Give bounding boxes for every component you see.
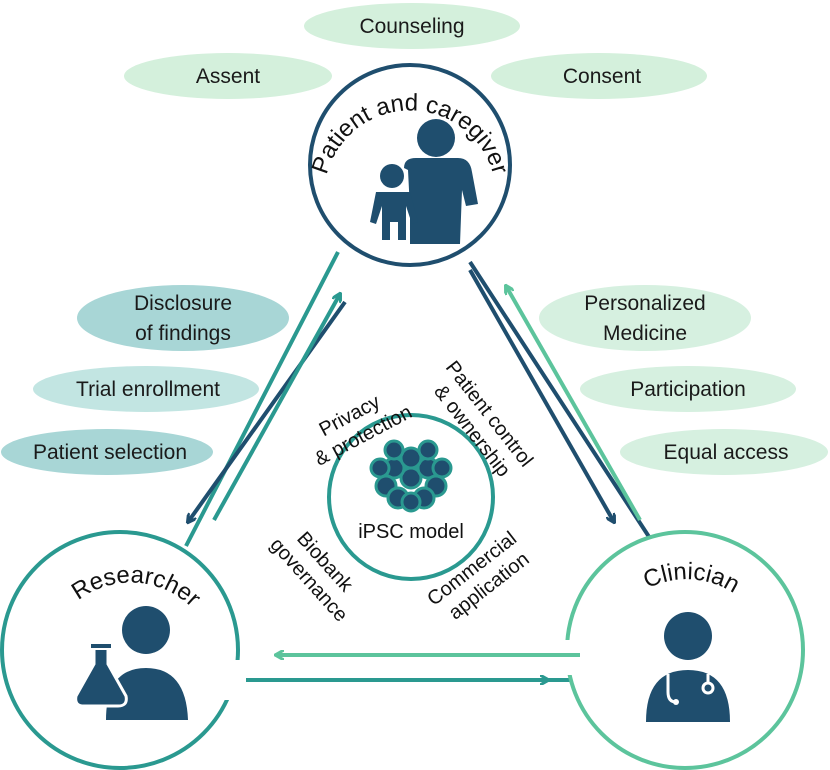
flask-icon <box>74 642 128 708</box>
svg-text:Assent: Assent <box>196 65 260 88</box>
pill-patient-selection: Patient selection <box>1 429 213 475</box>
arrow-researcher-to-patient <box>212 294 340 521</box>
child-person-icon <box>370 164 418 240</box>
pill-equal-access: Equal access <box>620 429 828 475</box>
arrow-clinician-to-patient <box>506 286 642 521</box>
frame-left-edge <box>184 251 340 547</box>
researcher-person-icon <box>106 606 188 720</box>
pill-personalized-medicine: Personalized Medicine <box>539 285 751 351</box>
ipsc-model-center: iPSC model <box>327 413 495 581</box>
svg-text:Equal access: Equal access <box>664 441 789 464</box>
cell-cluster-icon <box>369 439 453 513</box>
pill-participation: Participation <box>580 366 796 412</box>
arrow-patient-to-researcher <box>188 300 347 522</box>
svg-text:Counseling: Counseling <box>359 15 464 38</box>
arrow-patient-to-clinician <box>468 269 614 522</box>
ipsc-model-label: iPSC model <box>358 521 464 543</box>
svg-text:Consent: Consent <box>563 65 641 88</box>
patient-node: Patient and caregiver <box>307 63 514 267</box>
frame-right-edge <box>468 260 657 548</box>
svg-text:Trial enrollment: Trial enrollment <box>76 378 220 401</box>
researcher-node: Researcher <box>0 530 260 770</box>
pill-assent: Assent <box>124 53 332 99</box>
pill-disclosure-of-findings: Disclosure of findings <box>77 285 289 351</box>
svg-text:Participation: Participation <box>630 378 746 401</box>
pill-trial-enrollment: Trial enrollment <box>33 366 259 412</box>
svg-text:Disclosure: Disclosure <box>134 292 232 315</box>
doctor-icon <box>646 612 730 722</box>
svg-text:of findings: of findings <box>135 322 231 345</box>
clinician-node: Clinician <box>560 530 805 770</box>
svg-text:Personalized: Personalized <box>584 292 705 315</box>
pill-counseling: Counseling <box>304 3 520 49</box>
svg-text:Patient selection: Patient selection <box>33 441 187 464</box>
svg-text:Medicine: Medicine <box>603 322 687 345</box>
adult-person-icon <box>404 119 478 244</box>
pill-consent: Consent <box>491 53 707 99</box>
